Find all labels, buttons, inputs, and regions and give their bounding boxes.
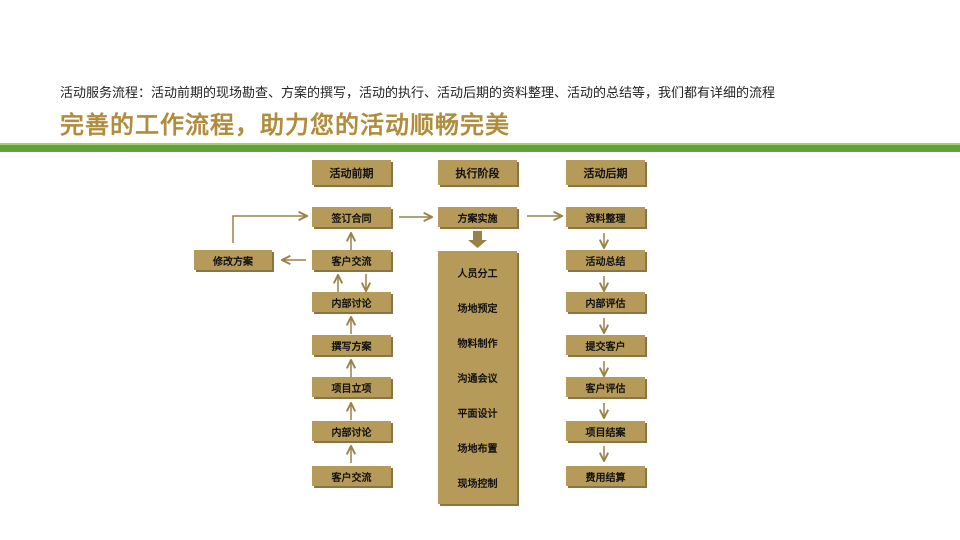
exec-task: 物料制作 xyxy=(457,339,498,350)
green-band xyxy=(0,145,960,152)
intro-text: 活动服务流程：活动前期的现场勘查、方案的撰写，活动的执行、活动后期的资料整理、活… xyxy=(60,86,776,101)
pre-step-client-exchange: 客户交流 xyxy=(312,250,391,270)
page-headline: 完善的工作流程，助力您的活动顺畅完美 xyxy=(60,111,510,139)
green-band-light xyxy=(0,143,960,145)
exec-task: 场地布置 xyxy=(457,444,498,455)
post-step-submit-client: 提交客户 xyxy=(566,335,645,355)
post-step-organize-materials: 资料整理 xyxy=(566,207,645,227)
header-exec: 执行阶段 xyxy=(438,160,517,185)
exec-task: 场地预定 xyxy=(457,304,498,315)
post-step-project-close: 项目结案 xyxy=(566,421,645,441)
arrow-implement-down xyxy=(468,231,487,248)
post-step-internal-review: 内部评估 xyxy=(566,292,645,312)
exec-task: 平面设计 xyxy=(457,409,498,420)
box-revise-plan: 修改方案 xyxy=(194,250,272,270)
exec-lead-implement: 方案实施 xyxy=(438,207,517,227)
pre-step-internal-discussion: 内部讨论 xyxy=(312,292,391,312)
post-step-summary: 活动总结 xyxy=(566,250,645,270)
header-pre: 活动前期 xyxy=(312,160,391,185)
exec-task: 现场控制 xyxy=(457,479,498,490)
pre-step-internal-discussion-2: 内部讨论 xyxy=(312,421,391,441)
pre-step-write-plan: 撰写方案 xyxy=(312,335,391,355)
exec-task: 沟通会议 xyxy=(457,374,498,385)
exec-task-panel: 人员分工 场地预定 物料制作 沟通会议 平面设计 场地布置 现场控制 xyxy=(438,251,517,504)
pre-step-contract: 签订合同 xyxy=(312,207,391,227)
arrow-revise-to-contract xyxy=(232,216,306,243)
exec-task: 人员分工 xyxy=(457,269,498,280)
post-step-client-review: 客户评估 xyxy=(566,377,645,397)
pre-step-client-exchange-2: 客户交流 xyxy=(312,466,391,486)
header-post: 活动后期 xyxy=(566,160,645,185)
post-step-cost-settlement: 费用结算 xyxy=(566,466,645,486)
pre-step-project-setup: 项目立项 xyxy=(312,377,391,397)
